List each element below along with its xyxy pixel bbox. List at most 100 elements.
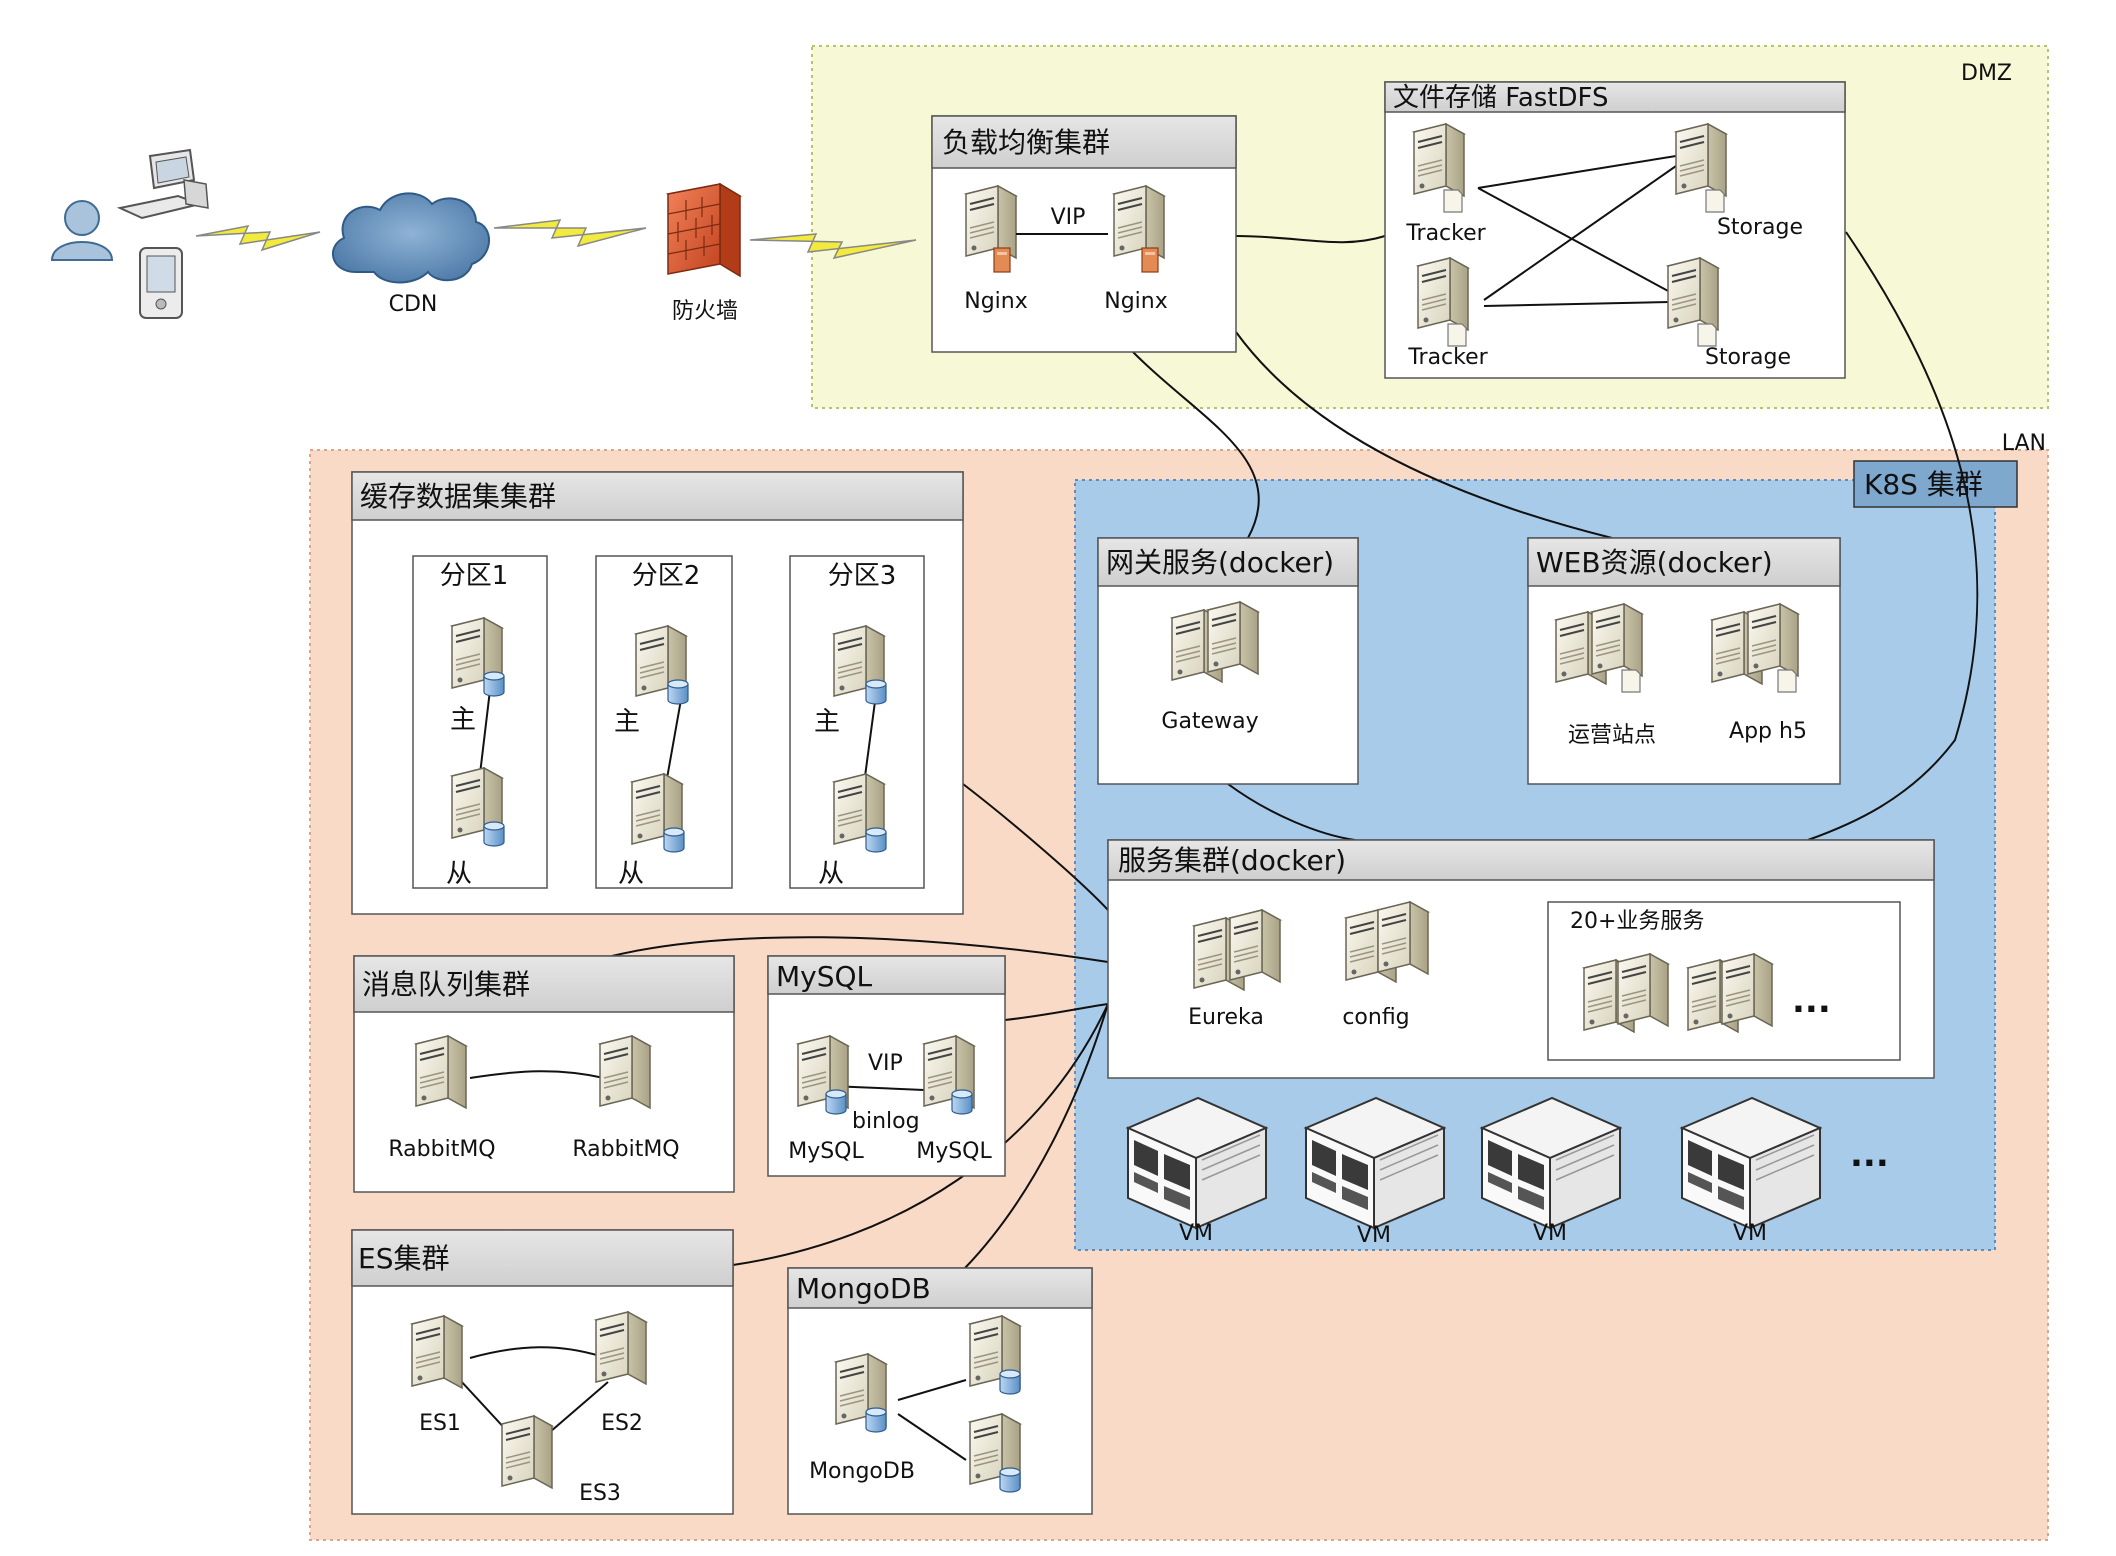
web-server-icon	[1591, 603, 1643, 677]
storage-label: Storage	[1705, 345, 1791, 370]
app-h5-label: App h5	[1729, 719, 1807, 744]
mysql-to-svc-line	[1004, 1003, 1109, 1021]
gateway-server-icon	[1207, 601, 1259, 675]
database-icon	[865, 679, 887, 705]
mysql-vip-label: VIP	[868, 1051, 903, 1076]
gateway-title: 网关服务(docker)	[1106, 546, 1334, 579]
tracker-server-icon	[1413, 123, 1465, 197]
database-icon	[865, 1407, 887, 1433]
partition-box	[412, 555, 548, 889]
rabbitmq-label: RabbitMQ	[388, 1137, 495, 1162]
cache-to-svc-line	[962, 783, 1109, 911]
fastdfs-panel: 文件存储 FastDFS Tracker Storage Tracker Sto…	[1384, 81, 1846, 379]
es-cluster-panel: ES集群 ES1 ES2 ES3	[351, 1229, 734, 1515]
eureka-label: Eureka	[1188, 1005, 1264, 1030]
vm-row: VM VM VM VM ...	[1127, 1097, 1889, 1248]
storage-server-icon	[1667, 257, 1719, 331]
user-icon	[50, 200, 114, 261]
es-node-label: ES1	[419, 1411, 461, 1436]
nginx-server-icon	[965, 185, 1017, 259]
document-icon	[1621, 669, 1641, 693]
lb-cluster-panel: 负载均衡集群 VIP Nginx Nginx	[931, 115, 1237, 353]
master-label: 主	[614, 707, 640, 737]
es-server-icon	[501, 1415, 553, 1489]
nginx-label: Nginx	[1104, 289, 1168, 314]
nginx-badge-icon	[1141, 247, 1159, 273]
dmz-label: DMZ	[1961, 61, 2012, 86]
lb-vip-label: VIP	[1051, 205, 1086, 230]
mongodb-title: MongoDB	[796, 1272, 931, 1305]
fastdfs-title: 文件存储 FastDFS	[1393, 83, 1609, 113]
lan-label: LAN	[2002, 431, 2046, 456]
es-node-label: ES2	[601, 1411, 643, 1436]
database-icon	[483, 671, 505, 697]
storage-server-icon	[1675, 123, 1727, 197]
partition-label: 分区2	[632, 561, 701, 591]
mysql-title: MySQL	[776, 960, 873, 993]
biz-services-title: 20+业务服务	[1570, 909, 1704, 934]
eureka-server-icon	[1229, 909, 1281, 983]
web-server-icon	[1747, 603, 1799, 677]
tracker-label: Tracker	[1407, 345, 1488, 370]
database-icon	[663, 827, 685, 853]
k8s-label: K8S 集群	[1864, 468, 1983, 501]
connections	[611, 231, 1979, 1269]
lb-to-gateway-line	[1132, 351, 1260, 539]
storage-label: Storage	[1717, 215, 1803, 240]
vm-more-label: ...	[1850, 1135, 1889, 1175]
mongodb-panel: MongoDB MongoDB	[787, 1267, 1093, 1515]
mongo-to-svc-line	[964, 1003, 1109, 1269]
cdn-label: CDN	[389, 292, 438, 317]
biz-server-icon	[1721, 953, 1773, 1027]
database-icon	[825, 1089, 847, 1115]
mq-cluster-panel: 消息队列集群 RabbitMQ RabbitMQ	[353, 955, 735, 1193]
cache-cluster-panel: 缓存数据集集群 分区1 主 从 分区2 主 从 分区3 主 从	[351, 471, 964, 915]
es-node-label: ES3	[579, 1481, 621, 1506]
tracker-server-icon	[1417, 257, 1469, 331]
service-cluster-title: 服务集群(docker)	[1118, 844, 1346, 877]
mongodb-node-label: MongoDB	[809, 1459, 915, 1484]
database-icon	[865, 827, 887, 853]
web-resources-title: WEB资源(docker)	[1536, 546, 1773, 579]
es-server-icon	[595, 1311, 647, 1385]
tracker-label: Tracker	[1405, 221, 1486, 246]
document-icon	[1777, 669, 1797, 693]
partition-label: 分区3	[828, 561, 897, 591]
vm-label: VM	[1357, 1223, 1391, 1248]
cache-cluster-title: 缓存数据集集群	[360, 480, 556, 513]
service-cluster-panel: 服务集群(docker) Eureka config 20+业务服务 ...	[1107, 839, 1935, 1079]
firewall-label: 防火墙	[672, 299, 738, 324]
nginx-label: Nginx	[964, 289, 1028, 314]
mq-to-svc-line	[611, 936, 1109, 963]
vm-label: VM	[1533, 1221, 1567, 1246]
desktop-computer-icon	[116, 148, 209, 220]
slave-label: 从	[818, 859, 844, 889]
es-server-icon	[411, 1315, 463, 1389]
biz-more-label: ...	[1792, 981, 1831, 1021]
database-icon	[951, 1089, 973, 1115]
gateway-to-svc-line	[1227, 783, 1356, 841]
nginx-badge-icon	[993, 247, 1011, 273]
config-label: config	[1342, 1005, 1409, 1030]
lb-to-web-line	[1235, 331, 1613, 539]
lightning-link-icon	[749, 233, 917, 260]
database-icon	[483, 821, 505, 847]
lb-to-fastdfs-line	[1235, 235, 1386, 244]
k8s-title-box	[1853, 460, 2018, 508]
document-icon	[1443, 189, 1463, 213]
biz-server-icon	[1617, 953, 1669, 1027]
es-cluster-title: ES集群	[358, 1242, 449, 1275]
rabbitmq-label: RabbitMQ	[572, 1137, 679, 1162]
database-icon	[999, 1467, 1021, 1493]
vm-label: VM	[1179, 1221, 1213, 1246]
es-to-svc-line	[732, 1003, 1109, 1266]
mysql-binlog-label: binlog	[852, 1109, 920, 1134]
mysql-node-label: MySQL	[916, 1139, 992, 1164]
document-icon	[1705, 189, 1725, 213]
nginx-server-icon	[1113, 185, 1165, 259]
lightning-link-icon	[493, 219, 647, 248]
slave-label: 从	[446, 859, 472, 889]
mysql-node-label: MySQL	[788, 1139, 864, 1164]
partition-label: 分区1	[440, 561, 509, 591]
